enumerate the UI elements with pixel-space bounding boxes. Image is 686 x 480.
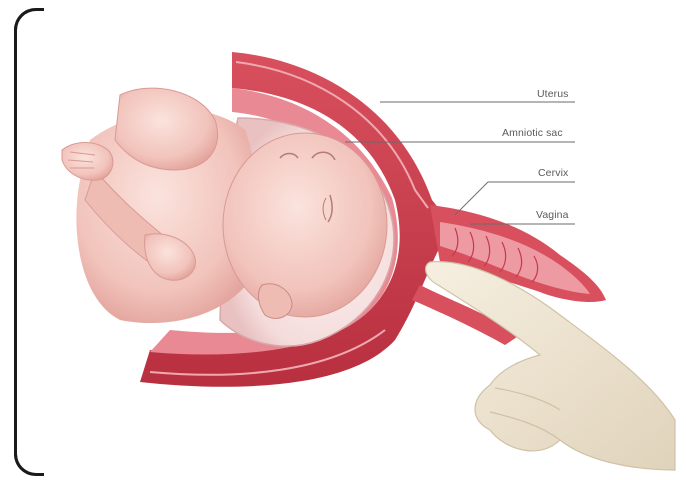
label-uterus: Uterus <box>537 88 569 100</box>
label-vagina: Vagina <box>536 209 569 221</box>
label-amniotic-sac: Amniotic sac <box>502 127 563 139</box>
label-cervix: Cervix <box>538 167 568 179</box>
